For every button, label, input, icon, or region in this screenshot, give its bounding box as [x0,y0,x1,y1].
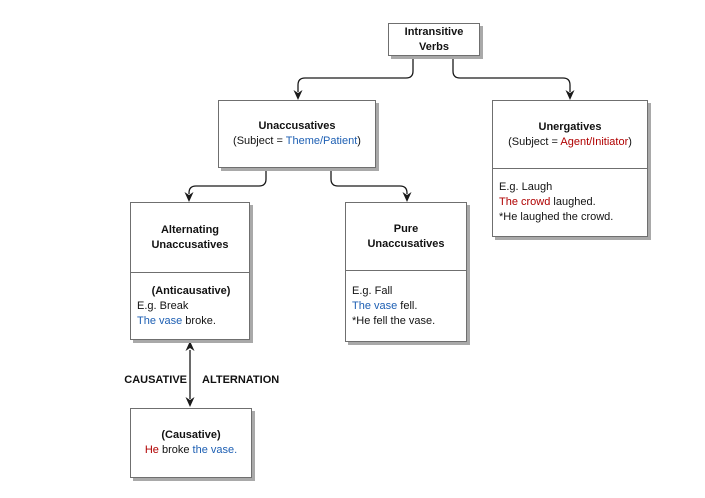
example-rest: laughed. [550,196,596,208]
causative-alternation-label-right: ALTERNATION [202,374,280,386]
arrow-unaccusatives-to-alternating [188,168,267,194]
subtitle-suffix: ) [628,135,632,148]
example-object: the vase. [192,444,238,456]
node-title: Alternating Unaccusatives [151,223,229,251]
example-label: E.g. Laugh [499,181,553,193]
example-subject: The vase [137,314,183,327]
node-subtitle: (Subject = Theme/Patient) [233,134,361,149]
subtitle-prefix: (Subject = [508,135,561,148]
example-rest: broke. [182,314,216,327]
subtitle-suffix: ) [357,135,361,147]
node-title: Unergatives [538,120,602,133]
node-examples: E.g. Laugh The crowd laughed. *He laughe… [493,169,647,236]
node-examples: (Anticausative) E.g. Break The vase brok… [131,273,249,339]
node-pure-unaccusatives: Pure Unaccusatives E.g. Fall The vase fe… [345,202,467,342]
arrowhead-pure [402,192,412,202]
node-subheading: (Causative) [161,429,221,441]
example-label: E.g. Fall [352,284,393,297]
example-sentence: He broke the vase. [145,443,237,458]
node-header: Pure Unaccusatives [346,203,466,271]
node-causative: (Causative) He broke the vase. [130,408,252,478]
arrowhead-alternating [184,192,194,202]
node-header: Unergatives (Subject = Agent/Initiator) [493,101,647,169]
subtitle-role: Theme/Patient [285,135,358,147]
example-verb: broke [158,444,193,456]
example-sentence: The vase broke. [137,314,245,329]
node-header-text: Unergatives (Subject = Agent/Initiator) [508,120,632,150]
node-subheading: (Anticausative) [151,284,231,297]
arrowhead-unergatives [565,90,575,100]
example-subject: He [144,444,159,456]
causative-alternation-label-left: CAUSATIVE [124,374,187,386]
example-sentence: The vase fell. [352,299,462,314]
example-subject: The vase [352,299,398,312]
arrow-unaccusatives-to-pure [330,168,408,194]
example-subject: The crowd [499,196,551,208]
arrowhead-up-alternating [185,341,195,351]
example-rest: fell. [397,299,418,312]
node-title: Unaccusatives [258,120,336,132]
example-ungrammatical: *He fell the vase. [352,314,436,327]
node-title: Intransitive Verbs [404,25,464,53]
subtitle-role: Agent/Initiator [560,135,629,148]
node-unaccusatives: Unaccusatives (Subject = Theme/Patient) [218,100,376,168]
example-sentence: The crowd laughed. [499,195,643,210]
arrowhead-down-causative [185,397,195,407]
arrow-root-to-unaccusatives [297,57,414,92]
arrowhead-unaccusatives [293,90,303,100]
subtitle-prefix: (Subject = [233,135,286,147]
node-alternating-unaccusatives: Alternating Unaccusatives (Anticausative… [130,202,250,340]
node-body-text: (Causative) He broke the vase. [145,428,237,458]
node-header-text: Unaccusatives (Subject = Theme/Patient) [233,119,361,149]
example-label: E.g. Break [137,299,189,312]
arrow-root-to-unergatives [452,57,571,92]
node-unergatives: Unergatives (Subject = Agent/Initiator) … [492,100,648,237]
node-intransitive-verbs: Intransitive Verbs [388,23,480,56]
node-title: Pure Unaccusatives [367,222,445,250]
example-ungrammatical: *He laughed the crowd. [499,211,614,223]
node-header: Alternating Unaccusatives [131,203,249,273]
node-subtitle: (Subject = Agent/Initiator) [508,135,632,150]
node-examples: E.g. Fall The vase fell. *He fell the va… [346,271,466,341]
